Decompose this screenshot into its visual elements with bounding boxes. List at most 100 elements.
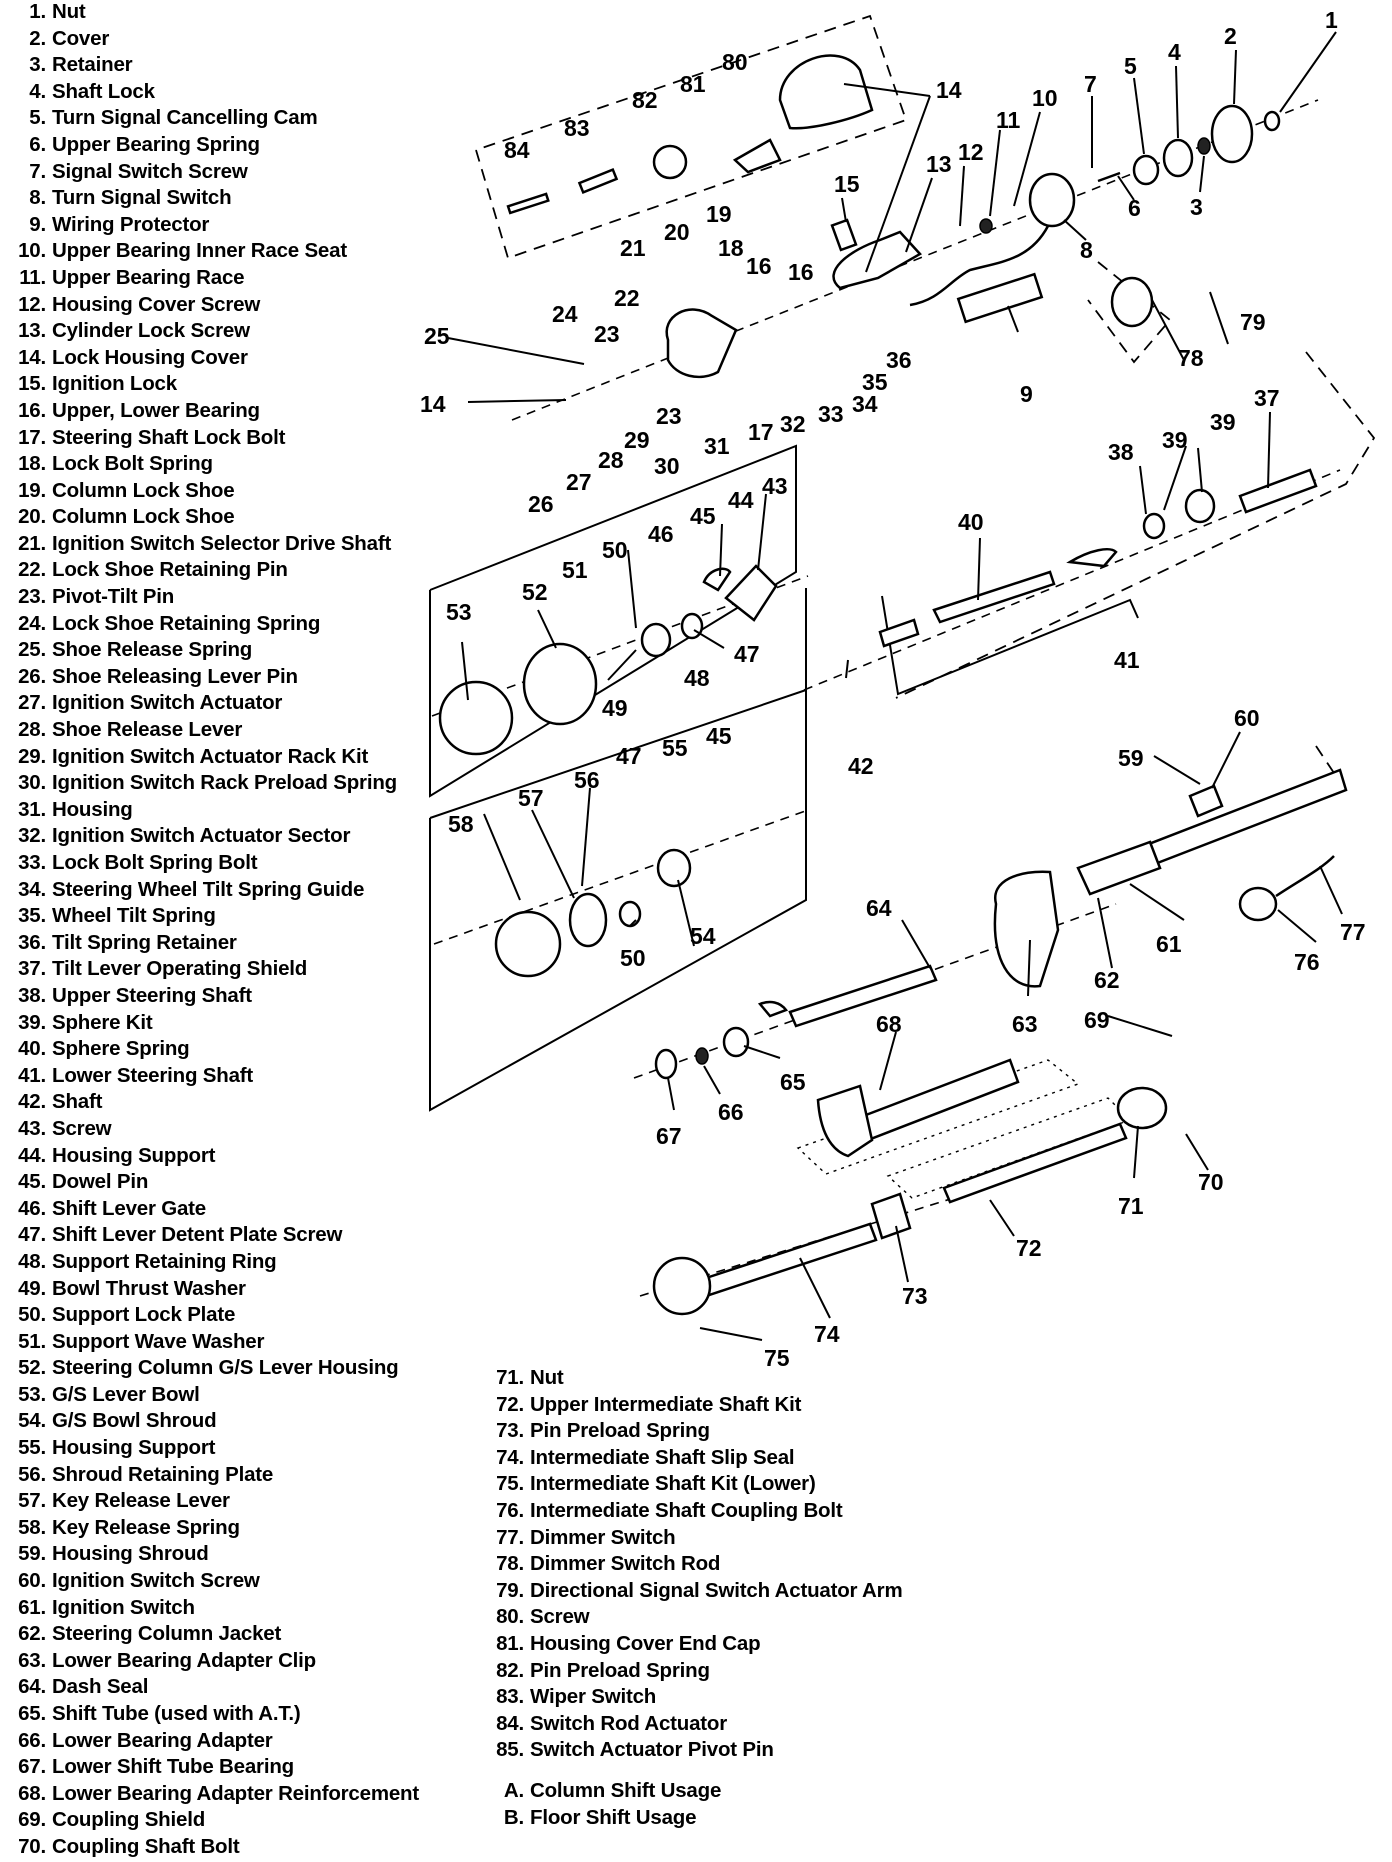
- callout-20: 19: [706, 201, 732, 227]
- callout-61: 60: [1234, 705, 1260, 731]
- legend-entry: 65.Shift Tube (used with A.T.): [6, 1702, 436, 1729]
- callout-51: 50: [602, 537, 628, 563]
- legend-part-name: Wheel Tilt Spring: [52, 904, 216, 928]
- dimmer-switch-part: [1238, 886, 1278, 922]
- legend-part-name: Support Lock Plate: [52, 1303, 236, 1327]
- legend-part-name: Wiring Protector: [52, 212, 210, 236]
- legend-number: 82.: [496, 1658, 524, 1682]
- callout-82: 81: [680, 71, 706, 97]
- legend-entry: 31.Housing: [6, 798, 436, 825]
- callout-18: 17: [748, 419, 774, 445]
- legend-entry: 19.Column Lock Shoe: [6, 479, 436, 506]
- callout-16-left: 14: [420, 391, 446, 417]
- legend-entry: 77.Dimmer Switch: [484, 1526, 1044, 1553]
- legend-entry: 23.Pivot-Tilt Pin: [6, 585, 436, 612]
- lower-intermediate-shaft-part: [698, 1222, 878, 1298]
- legend-entry: 38.Upper Steering Shaft: [6, 984, 436, 1011]
- legend-entry: 45.Dowel Pin: [6, 1170, 436, 1197]
- shift-lever-gate-part: [702, 567, 732, 592]
- legend-part-name: Support Wave Washer: [52, 1329, 265, 1353]
- legend-entry: 74.Intermediate Shaft Slip Seal: [484, 1446, 1044, 1473]
- callout-81: 80: [722, 49, 748, 75]
- legend-number: 78.: [496, 1552, 524, 1576]
- legend-entry: 34.Steering Wheel Tilt Spring Guide: [6, 878, 436, 905]
- legend-number: 37.: [18, 957, 46, 981]
- legend-number: 81.: [496, 1631, 524, 1655]
- legend-number: 55.: [18, 1436, 46, 1460]
- legend-number: 83.: [496, 1685, 524, 1709]
- legend-part-name: Screw: [52, 1116, 112, 1140]
- callout-53: 52: [522, 579, 548, 605]
- lower-shift-tube-bearing-part: [695, 1047, 709, 1065]
- legend-part-name: Intermediate Shaft Slip Seal: [530, 1445, 795, 1469]
- key-release-spring-part: [568, 892, 608, 948]
- legend-entry: 69.Coupling Shield: [6, 1808, 436, 1835]
- shift-tube-end-part: [757, 1000, 789, 1018]
- shift-tube-part: [788, 964, 938, 1028]
- legend-entry: 53.G/S Lever Bowl: [6, 1383, 436, 1410]
- callout-26: 25: [424, 323, 450, 349]
- legend-part-name: Steering Column Jacket: [52, 1622, 282, 1646]
- legend-part-name: Switch Actuator Pivot Pin: [530, 1738, 774, 1762]
- legend-number: 7.: [29, 159, 46, 183]
- legend-entry: 58.Key Release Spring: [6, 1516, 436, 1543]
- callout-28: 27: [566, 469, 592, 495]
- upper-intermediate-shaft-part: [942, 1122, 1128, 1204]
- callout-47-lower: 47: [616, 743, 642, 769]
- legend-number: 49.: [18, 1276, 46, 1300]
- legend-entry: 49.Bowl Thrust Washer: [6, 1277, 436, 1304]
- callout-40: 39: [1162, 427, 1188, 453]
- callout-42: 41: [1114, 647, 1140, 673]
- legend-part-name: Lower Bearing Adapter: [52, 1728, 273, 1752]
- floor-shift-group-box: [429, 690, 807, 1112]
- legend-number: 80.: [496, 1605, 524, 1629]
- legend-entry: 84.Switch Rod Actuator: [484, 1712, 1044, 1739]
- legend-number: 17.: [18, 425, 46, 449]
- legend-number: 48.: [18, 1249, 46, 1273]
- callout-63: 62: [1094, 967, 1120, 993]
- legend-part-name: Retainer: [52, 53, 133, 77]
- callout-49: 48: [684, 665, 710, 691]
- callout-78: 77: [1340, 919, 1366, 945]
- legend-number: 39.: [18, 1010, 46, 1034]
- callout-52: 51: [562, 557, 588, 583]
- legend-part-name: Shroud Retaining Plate: [52, 1462, 274, 1486]
- legend-number: 18.: [18, 452, 46, 476]
- legend-part-name: Lock Shoe Retaining Pin: [52, 558, 288, 582]
- legend-part-name: Ignition Lock: [52, 372, 177, 396]
- legend-part-name: Lock Housing Cover: [52, 345, 248, 369]
- callout-32: 31: [704, 433, 730, 459]
- usage-part-name: Floor Shift Usage: [530, 1805, 697, 1829]
- legend-entry: 11.Upper Bearing Race: [6, 266, 436, 293]
- legend-number: 28.: [18, 718, 46, 742]
- legend-part-name: Tilt Spring Retainer: [52, 930, 237, 954]
- legend-part-name: Dimmer Switch Rod: [530, 1552, 721, 1576]
- column-shift-group-box: [429, 444, 797, 798]
- legend-number: 79.: [496, 1578, 524, 1602]
- callout-69: 68: [876, 1011, 902, 1037]
- legend-number: 62.: [18, 1622, 46, 1646]
- ignition-switch-part: [1188, 784, 1224, 818]
- legend-part-name: Tilt Lever Operating Shield: [52, 957, 308, 981]
- lower-coupling-part: [652, 1256, 712, 1316]
- legend-part-name: Lower Steering Shaft: [52, 1063, 254, 1087]
- legend-part-name: Dash Seal: [52, 1675, 149, 1699]
- callout-72: 71: [1118, 1193, 1144, 1219]
- legend-number: 6.: [29, 132, 46, 156]
- usage-number: B.: [503, 1805, 524, 1829]
- legend-number: 27.: [18, 691, 46, 715]
- legend-number: 44.: [18, 1143, 46, 1167]
- callout-62: 61: [1156, 931, 1182, 957]
- legend-entry: 27.Ignition Switch Actuator: [6, 691, 436, 718]
- legend-part-name: Dowel Pin: [52, 1170, 149, 1194]
- legend-part-name: Key Release Lever: [52, 1489, 230, 1513]
- legend-number: 67.: [18, 1755, 46, 1779]
- legend-entry: 35.Wheel Tilt Spring: [6, 904, 436, 931]
- callout-36: 35: [862, 369, 888, 395]
- legend-number: 47.: [18, 1223, 46, 1247]
- callout-23-upper: 22: [614, 285, 640, 311]
- housing-support-floor-part: [656, 848, 692, 888]
- legend-number: 10.: [18, 239, 46, 263]
- legend-number: 72.: [496, 1392, 524, 1416]
